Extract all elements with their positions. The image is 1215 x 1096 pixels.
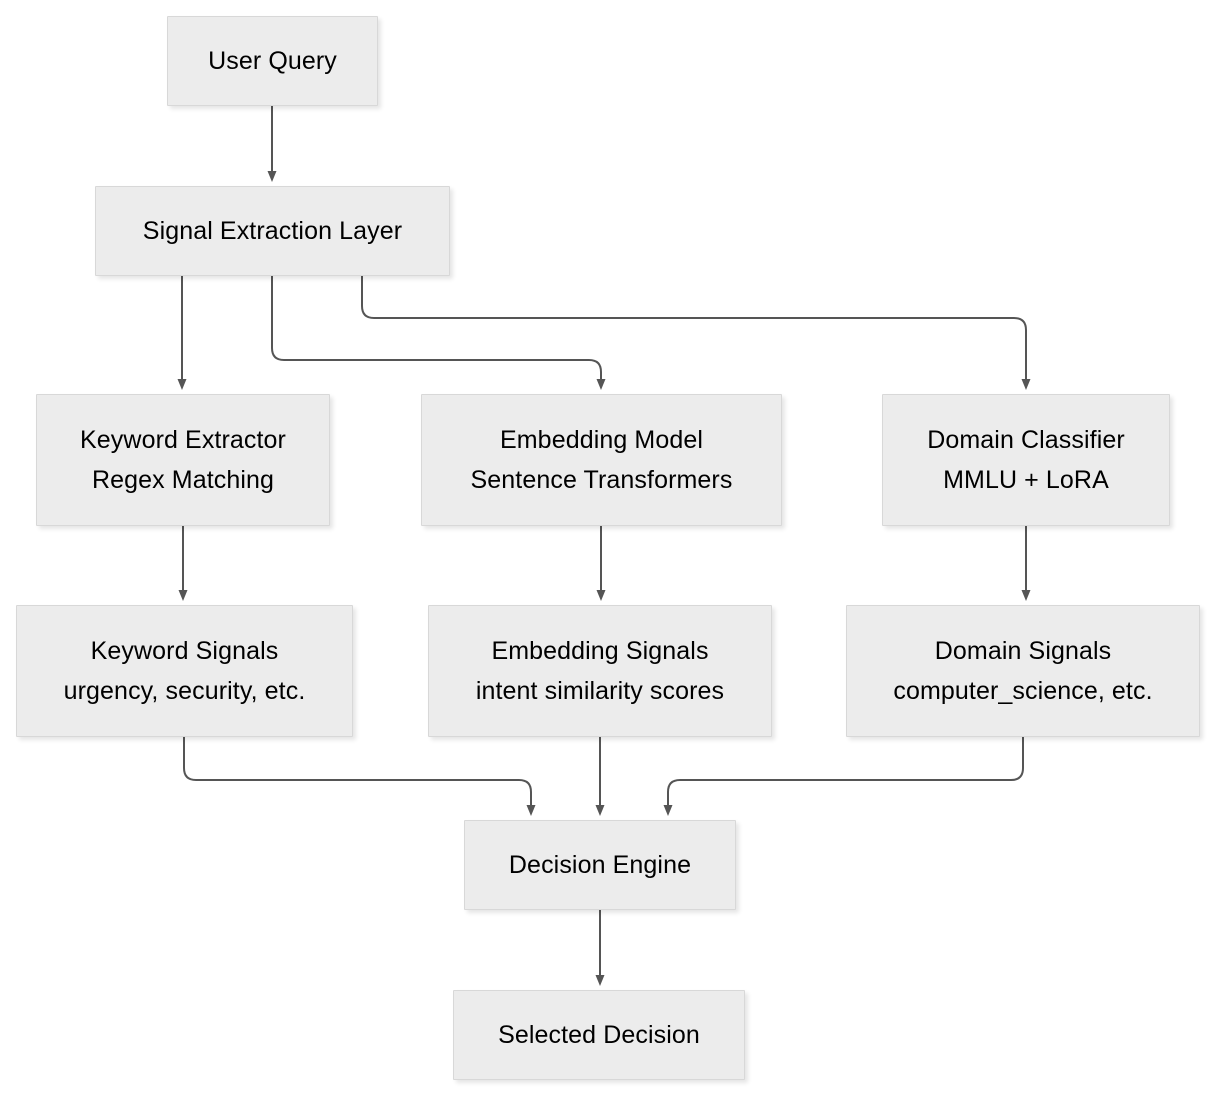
node-keyword_signals-line-2: urgency, security, etc.: [63, 677, 306, 705]
node-embedding_signals-line-1: Embedding Signals: [491, 636, 709, 665]
node-keyword_signals-line-1: Keyword Signals: [90, 636, 279, 665]
flow-edge-domain_signals-to-decision_engine: [663, 737, 1024, 816]
node-embedding_signals[interactable]: Embedding Signals intent similarity score…: [428, 605, 772, 737]
flow-edge-signal_extraction_layer-to-embedding_model: [271, 276, 606, 390]
node-selected_decision[interactable]: Selected Decision: [453, 990, 745, 1080]
node-user_query[interactable]: User Query: [167, 16, 378, 106]
node-domain_classifier-line-1: Domain Classifier: [927, 425, 1125, 454]
node-domain_signals-line-2: computer_science, etc.: [893, 677, 1153, 705]
flow-edge-keyword_signals-to-decision_engine: [183, 737, 536, 816]
node-selected_decision-line-1: Selected Decision: [498, 1020, 700, 1049]
node-embedding_signals-line-2: intent similarity scores: [475, 677, 725, 705]
node-domain_classifier-line-2: MMLU + LoRA: [943, 466, 1109, 494]
node-domain_signals[interactable]: Domain Signals computer_science, etc.: [846, 605, 1200, 737]
node-keyword_extractor-line-1: Keyword Extractor: [80, 425, 286, 454]
node-keyword_extractor-line-2: Regex Matching: [91, 466, 275, 494]
node-decision_engine[interactable]: Decision Engine: [464, 820, 736, 910]
flow-edge-signal_extraction_layer-to-domain_classifier: [361, 276, 1031, 390]
node-keyword_signals[interactable]: Keyword Signals urgency, security, etc.: [16, 605, 353, 737]
node-user_query-line-1: User Query: [208, 46, 337, 75]
node-signal_extraction_layer[interactable]: Signal Extraction Layer: [95, 186, 450, 276]
node-domain_signals-line-1: Domain Signals: [934, 636, 1112, 665]
edge-layer: [177, 106, 1031, 986]
node-embedding_model-line-2: Sentence Transformers: [470, 466, 733, 494]
node-decision_engine-line-1: Decision Engine: [508, 850, 692, 879]
node-signal_extraction_layer-line-1: Signal Extraction Layer: [142, 216, 403, 245]
node-embedding_model-line-1: Embedding Model: [499, 425, 703, 454]
